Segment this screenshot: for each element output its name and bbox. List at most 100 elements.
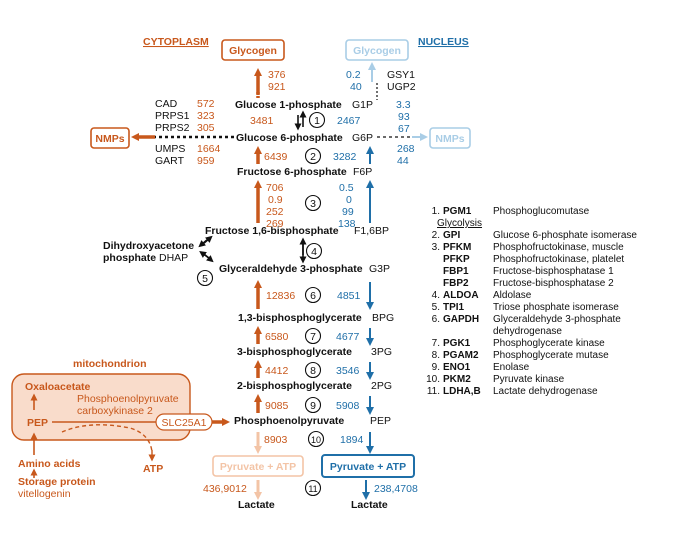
mitochondrion-box bbox=[11, 373, 191, 441]
pyruvate-cyto-label: Pyruvate + ATP bbox=[220, 461, 296, 473]
step-2-circle bbox=[304, 147, 322, 165]
nmps-left-label: NMPs bbox=[95, 133, 124, 145]
glycogen-cyto-val-2: 921 bbox=[268, 81, 286, 93]
dhap-arrow-2b bbox=[203, 253, 214, 263]
legend-enzyme-5: Triose phosphate isomerase bbox=[493, 302, 619, 313]
legend-num-3: 3. bbox=[432, 242, 440, 253]
legend-note-glycolysis: Glycolysis bbox=[437, 218, 482, 229]
metabolite-pep: Phosphoenolpyruvate bbox=[234, 415, 344, 427]
legend-enzyme-1: Phosphoglucomutase bbox=[493, 206, 590, 217]
step-9-number: 9 bbox=[310, 400, 316, 412]
legend-num-10: 10. bbox=[426, 374, 440, 385]
nmps-right-box bbox=[429, 127, 471, 149]
pyruvate-cyto-box bbox=[212, 455, 304, 477]
pyruvate-nuc-label: Pyruvate + ATP bbox=[330, 461, 406, 473]
lactate-nuc-label: Lactate bbox=[351, 499, 388, 511]
step-11-circle bbox=[304, 479, 322, 497]
gene-ugp2: UGP2 bbox=[387, 81, 416, 93]
step3-cyto-val-4: 269 bbox=[266, 218, 284, 230]
step10-cyto-value: 8903 bbox=[264, 434, 288, 446]
amino-acids-label: Amino acids bbox=[18, 458, 81, 470]
metabolite-2pg-abbr: 2PG bbox=[371, 380, 392, 392]
step3-nuc-val-2: 0 bbox=[346, 194, 352, 206]
legend-enzyme-9: Enolase bbox=[493, 362, 530, 373]
legend-num-4: 4. bbox=[432, 290, 440, 301]
dhap-abbr: DHAP bbox=[159, 252, 188, 264]
step-6-circle bbox=[304, 286, 322, 304]
legend-gene-3a: PFKM bbox=[443, 242, 471, 253]
dhap-arrow-1b bbox=[202, 235, 213, 245]
metabolite-f16bp: Fructose 1,6-bisphosphate bbox=[205, 225, 339, 237]
legend-enzyme-3c: Fructose-bisphosphatase 1 bbox=[493, 266, 614, 277]
legend-gene-3c: FBP1 bbox=[443, 266, 469, 277]
step10-nuc-value: 1894 bbox=[340, 434, 364, 446]
step-8-number: 8 bbox=[310, 365, 316, 377]
metabolite-f16bp-abbr: F1,6BP bbox=[354, 225, 389, 237]
legend-gene-1: PGM1 bbox=[443, 206, 472, 217]
gene-cad: CAD bbox=[155, 98, 178, 110]
enzyme-legend: 1. PGM1 Phosphoglucomutase Glycolysis 2.… bbox=[426, 206, 637, 397]
lactate-cyto-value: 436,9012 bbox=[203, 483, 247, 495]
gene-gsy1: GSY1 bbox=[387, 69, 415, 81]
metabolite-g3p-abbr: G3P bbox=[369, 263, 390, 275]
metabolite-f6p-abbr: F6P bbox=[353, 166, 372, 178]
step3-cyto-val-2: 0.9 bbox=[268, 194, 283, 206]
step-8-circle bbox=[304, 361, 322, 379]
step-7-circle bbox=[304, 327, 322, 345]
step3-cyto-val-1: 706 bbox=[266, 182, 284, 194]
step3-cyto-val-3: 252 bbox=[266, 206, 284, 218]
legend-enzyme-7: Phosphoglycerate kinase bbox=[493, 338, 605, 349]
step8-nuc-value: 3546 bbox=[336, 365, 360, 377]
legend-enzyme-3d: Fructose-bisphosphatase 2 bbox=[493, 278, 614, 289]
step3-nuc-val-4: 138 bbox=[338, 218, 356, 230]
legend-num-6: 6. bbox=[432, 314, 440, 325]
legend-num-9: 9. bbox=[432, 362, 440, 373]
dhap-line2: phosphate bbox=[103, 252, 156, 264]
slc25a1-label: SLC25A1 bbox=[162, 417, 207, 429]
legend-enzyme-11: Lactate dehydrogenase bbox=[493, 386, 598, 397]
dhap-line1: Dihydroxyacetone bbox=[103, 240, 194, 252]
legend-gene-7: PGK1 bbox=[443, 338, 471, 349]
nucleus-header: NUCLEUS bbox=[418, 36, 469, 48]
glycogen-nuc-box bbox=[345, 39, 409, 61]
step-3-circle bbox=[304, 194, 322, 212]
storage-protein-label: Storage protein bbox=[18, 476, 96, 488]
cytoplasm-header: CYTOPLASM bbox=[143, 36, 209, 48]
legend-enzyme-8: Phosphoglycerate mutase bbox=[493, 350, 609, 361]
legend-enzyme-4: Aldolase bbox=[493, 290, 532, 301]
mitochondrion-label: mitochondrion bbox=[73, 358, 147, 370]
metabolite-pep-abbr: PEP bbox=[370, 415, 391, 427]
g1p-nuc-val-3: 67 bbox=[398, 123, 410, 135]
gene-gart-value: 959 bbox=[197, 155, 215, 167]
legend-enzyme-10: Pyruvate kinase bbox=[493, 374, 565, 385]
step-5-number: 5 bbox=[202, 273, 208, 285]
pyruvate-nuc-box bbox=[321, 454, 415, 478]
glycogen-nuc-label: Glycogen bbox=[353, 45, 401, 57]
legend-gene-3d: FBP2 bbox=[443, 278, 469, 289]
step6-nuc-value: 4851 bbox=[337, 290, 361, 302]
metabolite-f6p: Fructose 6-phosphate bbox=[237, 166, 347, 178]
gene-prps2: PRPS2 bbox=[155, 122, 190, 134]
step-4-number: 4 bbox=[311, 246, 317, 258]
legend-enzyme-3a: Phosphofructokinase, muscle bbox=[493, 242, 624, 253]
step6-cyto-value: 12836 bbox=[266, 290, 295, 302]
nmps-nuc-val-2: 44 bbox=[397, 155, 409, 167]
legend-num-5: 5. bbox=[432, 302, 440, 313]
step-5-circle bbox=[196, 269, 214, 287]
legend-enzyme-3b: Phosphofructokinase, platelet bbox=[493, 254, 624, 265]
legend-num-7: 7. bbox=[432, 338, 440, 349]
step-3-number: 3 bbox=[310, 198, 316, 210]
lactate-cyto-label: Lactate bbox=[238, 499, 275, 511]
pepck-line1: Phosphoenolpyruvate bbox=[77, 393, 179, 405]
step-11-number: 11 bbox=[308, 484, 317, 494]
legend-num-1: 1. bbox=[432, 206, 440, 217]
legend-gene-4: ALDOA bbox=[443, 290, 479, 301]
gene-prps1-value: 323 bbox=[197, 110, 215, 122]
metabolite-g1p-abbr: G1P bbox=[352, 99, 373, 111]
gene-cad-value: 572 bbox=[197, 98, 215, 110]
legend-enzyme-2: Glucose 6-phosphate isomerase bbox=[493, 230, 637, 241]
step-2-number: 2 bbox=[310, 151, 316, 163]
legend-gene-3b: PFKP bbox=[443, 254, 470, 265]
legend-gene-8: PGAM2 bbox=[443, 350, 479, 361]
